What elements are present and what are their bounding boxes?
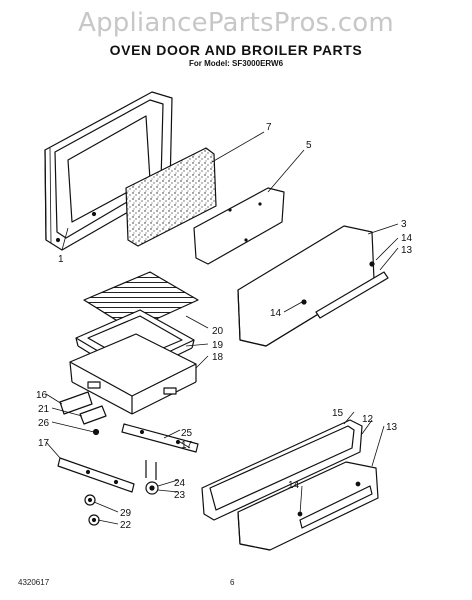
- callout-20: 20: [212, 326, 224, 337]
- callout-14b: 14: [270, 308, 282, 319]
- callout-23: 23: [174, 490, 186, 501]
- model-subtitle: For Model: SF3000ERW6: [188, 59, 284, 68]
- page-number: 6: [230, 578, 235, 587]
- callout-22: 22: [120, 520, 132, 531]
- drawer-inner-panel: [201, 419, 363, 521]
- callout-15: 15: [332, 408, 344, 419]
- callout-19: 19: [212, 340, 224, 351]
- callout-21: 21: [38, 404, 50, 415]
- door-glass: [193, 187, 285, 265]
- callout-7: 7: [266, 122, 272, 133]
- callout-25: 25: [181, 428, 193, 439]
- callout-17b: 17: [181, 440, 193, 451]
- drawer-front-panel: [237, 461, 379, 551]
- callout-13a: 13: [401, 245, 413, 256]
- callout-16: 16: [36, 390, 48, 401]
- callout-29: 29: [120, 508, 132, 519]
- callout-3: 3: [401, 219, 407, 230]
- callout-13b: 13: [386, 422, 398, 433]
- callout-12: 12: [362, 414, 374, 425]
- outer-door-panel: [237, 225, 389, 347]
- drawer-rail-upper: [121, 423, 199, 453]
- broiler-drawer: [69, 333, 197, 415]
- lower-rollers: [84, 494, 100, 526]
- drawer-glide-lower: [57, 457, 135, 493]
- callout-5: 5: [306, 140, 312, 151]
- callout-1: 1: [58, 254, 64, 265]
- document-number: 4320617: [18, 578, 50, 587]
- page-title: OVEN DOOR AND BROILER PARTS: [109, 42, 363, 58]
- callout-14a: 14: [401, 233, 413, 244]
- callout-24: 24: [174, 478, 186, 489]
- roller-assembly: [145, 460, 159, 495]
- door-insulation: [125, 147, 217, 247]
- callout-17a: 17: [38, 438, 50, 449]
- drawer-bracket-parts: [59, 391, 107, 436]
- watermark: AppliancePartsPros.com: [78, 8, 394, 38]
- callout-18: 18: [212, 352, 224, 363]
- callout-14c: 14: [288, 480, 300, 491]
- callout-26: 26: [38, 418, 50, 429]
